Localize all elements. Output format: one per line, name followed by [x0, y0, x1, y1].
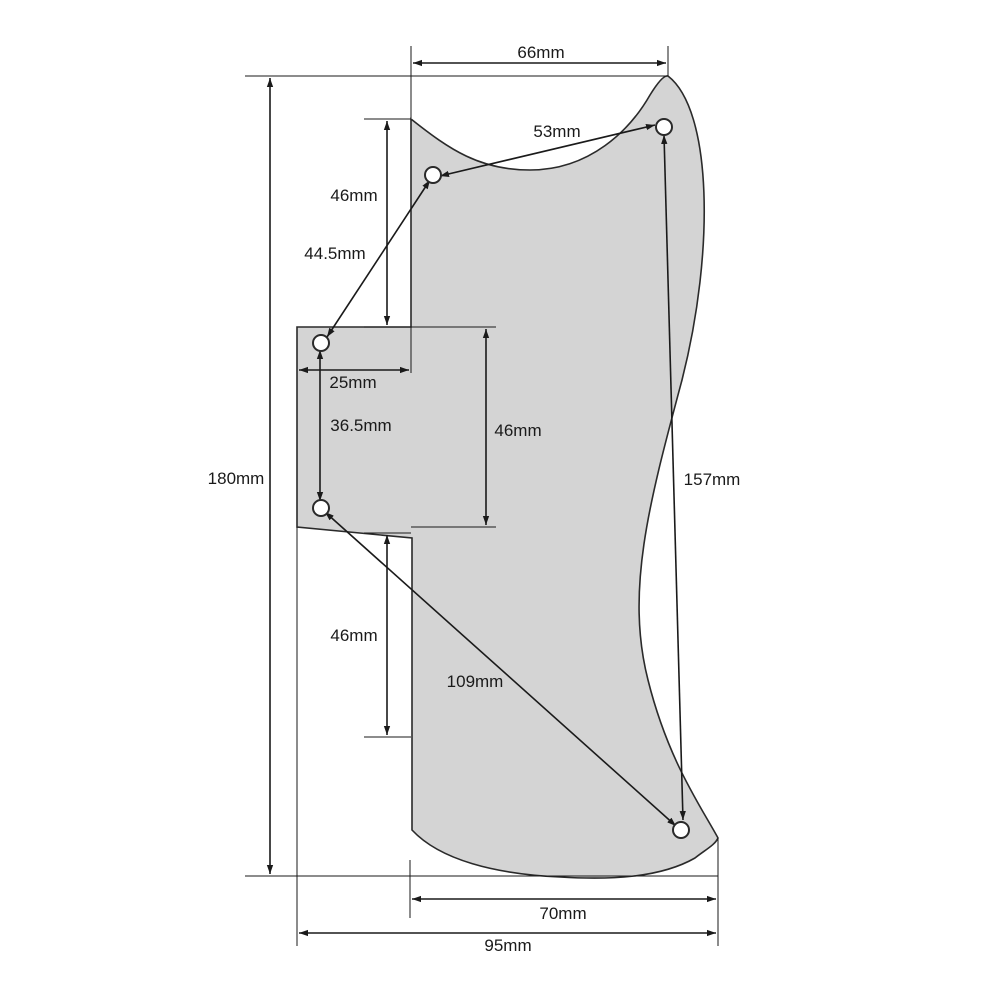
- dim-diag-lower: [324, 511, 677, 827]
- label-overall-width: 95mm: [484, 936, 531, 955]
- dim-upper-hole-span: [439, 124, 656, 177]
- mounting-hole-upper-left: [424, 166, 442, 184]
- label-diag-lower: 109mm: [447, 672, 504, 691]
- dimension-lines: [266, 59, 716, 937]
- label-right-hole-span: 157mm: [684, 470, 741, 489]
- label-top-width: 66mm: [517, 43, 564, 62]
- label-step-width: 25mm: [329, 373, 376, 392]
- mounting-hole-bottom-right: [672, 821, 690, 839]
- label-total-height: 180mm: [208, 469, 265, 488]
- mounting-hole-step-top: [312, 334, 330, 352]
- label-step-height: 46mm: [494, 421, 541, 440]
- dimension-labels: 66mm 53mm 46mm 44.5mm 25mm 36.5mm 46mm 1…: [208, 43, 741, 955]
- dim-right-hole-span: [661, 134, 686, 821]
- label-upper-hole-span: 53mm: [533, 122, 580, 141]
- label-upper-left-height: 46mm: [330, 186, 377, 205]
- label-lower-left-height: 46mm: [330, 626, 377, 645]
- mounting-holes: [312, 118, 690, 839]
- label-bottom-width: 70mm: [539, 904, 586, 923]
- label-diag-upper-left: 44.5mm: [304, 244, 365, 263]
- mounting-hole-step-bottom: [312, 499, 330, 517]
- mounting-hole-top-right: [655, 118, 673, 136]
- label-left-hole-span: 36.5mm: [330, 416, 391, 435]
- dim-diag-upper-left: [326, 179, 431, 338]
